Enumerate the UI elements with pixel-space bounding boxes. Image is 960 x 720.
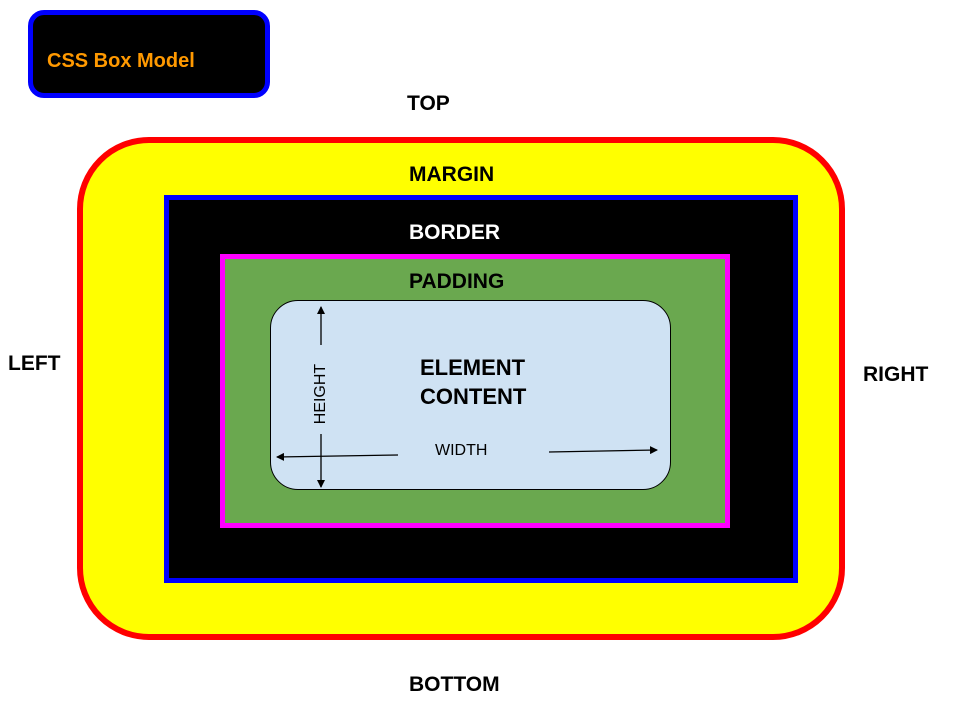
top-label: TOP [407,92,450,115]
content-title-line2: CONTENT [420,384,527,409]
title-badge: CSS Box Model [28,10,270,98]
height-label: HEIGHT [312,363,329,425]
content-title: ELEMENT CONTENT [420,353,526,411]
width-label: WIDTH [435,442,488,459]
border-label: BORDER [409,221,501,244]
diagram-title: CSS Box Model [47,50,195,72]
margin-label: MARGIN [409,163,495,186]
right-label: RIGHT [863,363,929,386]
content-title-line1: ELEMENT [420,355,526,380]
content-box [270,300,671,490]
left-label: LEFT [8,352,61,375]
padding-label: PADDING [409,270,505,293]
bottom-label: BOTTOM [409,673,500,696]
